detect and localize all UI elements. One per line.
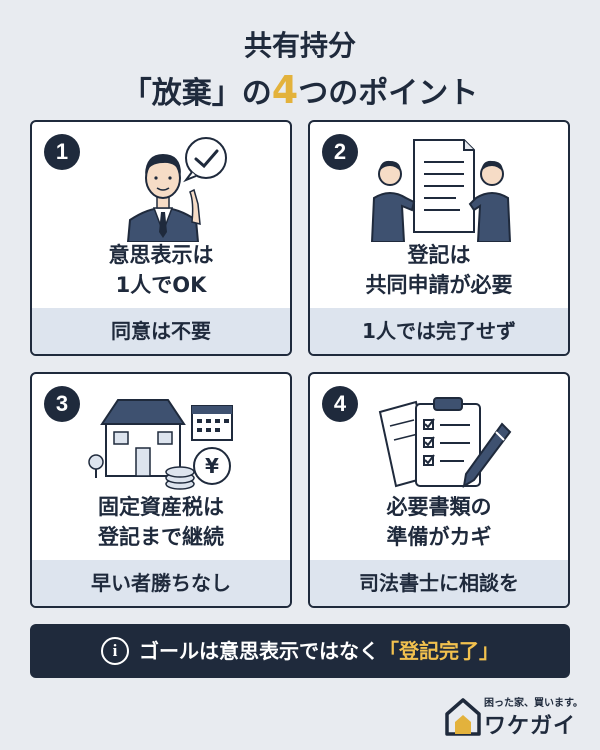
banner-highlight: 「登記完了」	[379, 639, 499, 663]
card-number-badge: 2	[322, 134, 358, 170]
card-line2: 登記まで継続	[98, 525, 224, 549]
card-sub-label: 1人では完了せず	[310, 308, 568, 354]
clipboard-pen-icon	[378, 397, 512, 488]
point-card-2: 2 登記は 共同申請が必要 1人では完了せず	[308, 120, 570, 356]
two-men-document-icon	[370, 139, 512, 242]
goal-banner: i ゴールは意思表示ではなく「登記完了」	[30, 624, 570, 678]
point-card-3: 3 ¥ 固定資産税は 登記まで継続 早い者勝ちなし	[30, 372, 292, 608]
title-line2: 「放棄」の4つのポイント	[0, 70, 600, 114]
card-line2: 準備がカギ	[386, 525, 492, 549]
banner-text: ゴールは意思表示ではなく	[139, 639, 379, 663]
svg-text:¥: ¥	[205, 454, 219, 478]
card-number-badge: 4	[322, 386, 358, 422]
title-line2-post: つのポイント	[298, 76, 479, 111]
card-main-text: 意思表示は 1人でOK	[32, 240, 290, 300]
point-card-1: 1 意思表示は 1人でOK 同意は不要	[30, 120, 292, 356]
card-line1: 必要書類の	[386, 495, 492, 519]
card-line1: 意思表示は	[108, 243, 214, 267]
businessman-check-icon	[126, 137, 227, 242]
card-line1: 登記は	[407, 243, 471, 267]
brand-logo: 困った家、買います。 ワケガイ	[440, 690, 583, 739]
card-line1: 固定資産税は	[98, 495, 224, 519]
card-main-text: 固定資産税は 登記まで継続	[32, 492, 290, 552]
logo-brand: ワケガイ	[484, 714, 577, 739]
title-line1: 共有持分	[243, 29, 356, 62]
card-number-badge: 1	[44, 134, 80, 170]
house-logo-icon	[445, 698, 481, 736]
title-number: 4	[271, 68, 299, 112]
title-line2-pre: 「放棄」の	[121, 76, 272, 111]
card-sub-label: 同意は不要	[32, 308, 290, 354]
logo-tagline: 困った家、買います。	[484, 698, 583, 709]
card-main-text: 登記は 共同申請が必要	[310, 240, 568, 300]
page-title: 共有持分 「放棄」の4つのポイント	[0, 28, 600, 114]
info-icon: i	[101, 637, 129, 665]
card-sub-label: 早い者勝ちなし	[32, 560, 290, 606]
card-sub-label: 司法書士に相談を	[310, 560, 568, 606]
card-line2: 共同申請が必要	[365, 273, 513, 297]
card-line2: 1人でOK	[115, 273, 207, 297]
house-coins-calendar-icon: ¥	[88, 399, 233, 490]
card-number-badge: 3	[44, 386, 80, 422]
card-main-text: 必要書類の 準備がカギ	[310, 492, 568, 552]
point-card-4: 4 必要書類の 準備がカギ 司法書士に相談を	[308, 372, 570, 608]
